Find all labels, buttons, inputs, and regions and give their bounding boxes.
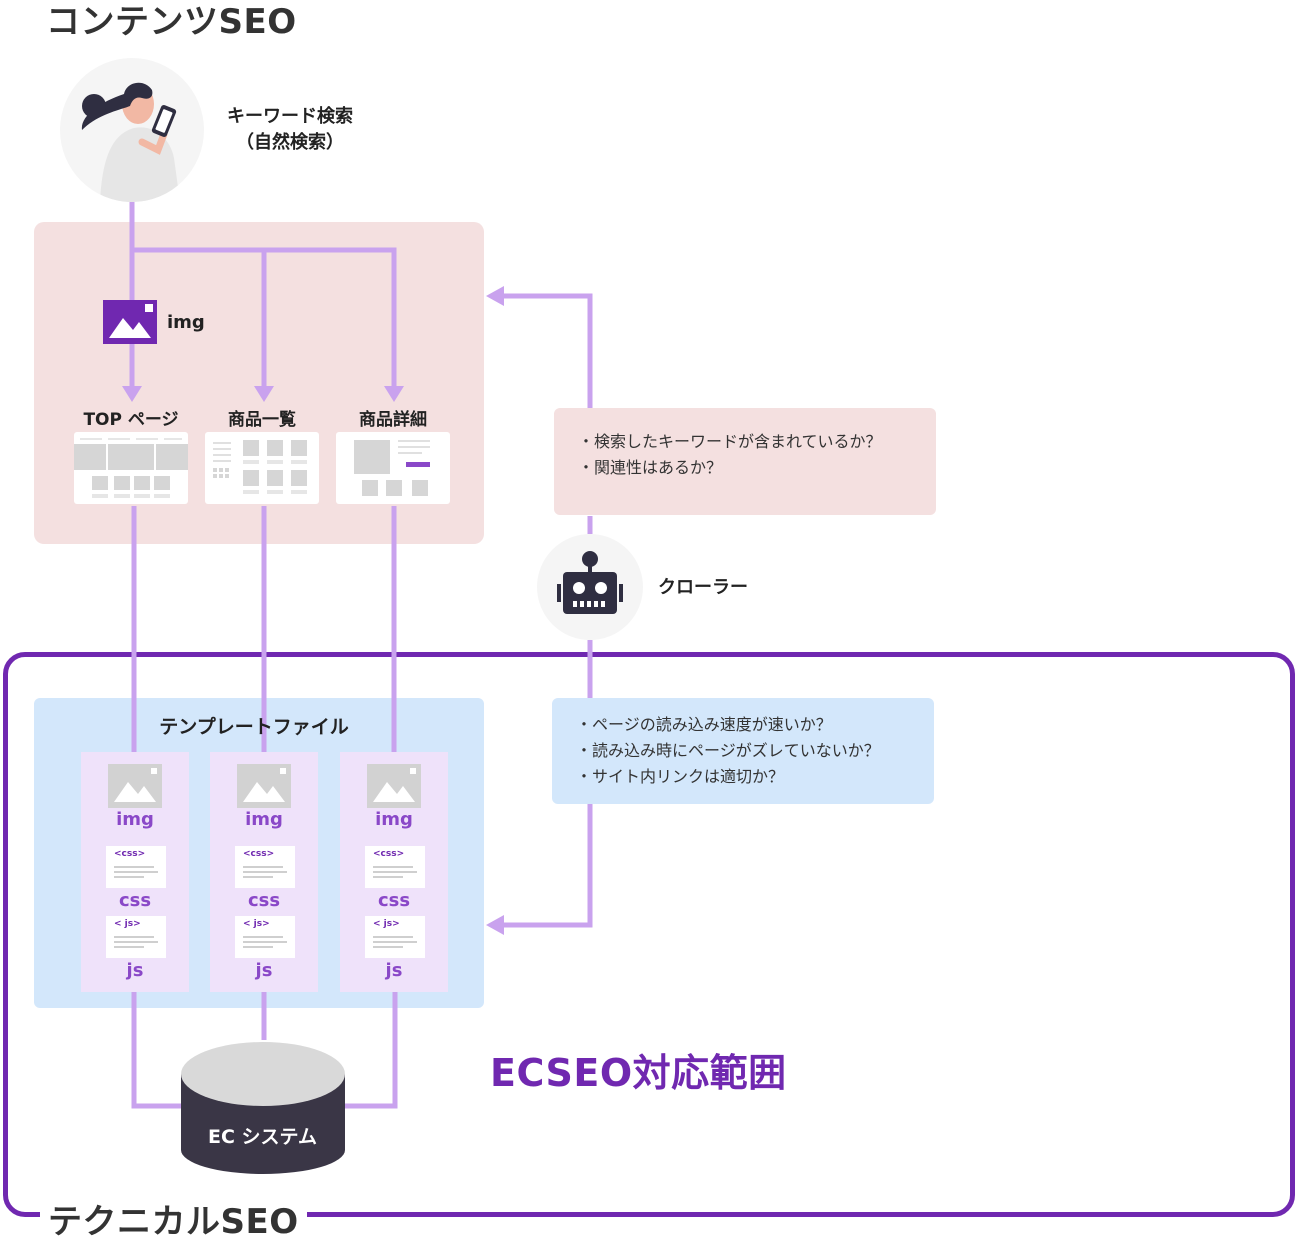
technical-check-item: 読み込み時にページがズレていないか？ — [576, 738, 914, 764]
connector-crawler-to-panel — [502, 293, 593, 408]
connector-crawler-to-template — [502, 804, 593, 928]
css-tag: <css> — [114, 849, 146, 859]
arrowhead — [384, 386, 404, 402]
product-detail-thumbnail — [336, 432, 450, 504]
template-column: img <css> css < js> js — [81, 752, 189, 992]
ecseo-scope-label: ECSEO対応範囲 — [490, 1051, 787, 1095]
css-label: css — [247, 890, 281, 911]
keyword-search-label: キーワード検索 （自然検索） — [210, 104, 370, 156]
js-tag: < js> — [243, 919, 270, 929]
js-label: js — [255, 960, 273, 981]
technical-check-item: ページの読み込み速度が速いか？ — [576, 712, 914, 738]
content-seo-title: コンテンツSEO — [46, 2, 297, 42]
image-icon — [103, 300, 157, 344]
image-icon — [108, 764, 162, 808]
technical-check-box: ページの読み込み速度が速いか？ 読み込み時にページがズレていないか？ サイト内リ… — [552, 698, 934, 804]
search-line-2: （自然検索） — [236, 132, 344, 153]
css-file-icon: <css> — [106, 846, 166, 888]
ecseo-scope-frame — [3, 652, 1295, 1217]
image-icon — [237, 764, 291, 808]
image-icon — [367, 764, 421, 808]
img-label: img — [245, 809, 283, 830]
js-tag: < js> — [373, 919, 400, 929]
robot-icon — [537, 534, 643, 640]
content-check-item: 検索したキーワードが含まれているか？ — [578, 429, 916, 455]
js-file-icon: < js> — [235, 916, 295, 958]
content-check-item: 関連性はあるか？ — [578, 455, 916, 481]
page-label-top: TOP ページ — [83, 410, 179, 430]
technical-check-item: サイト内リンクは適切か？ — [576, 764, 914, 790]
css-tag: <css> — [373, 849, 405, 859]
technical-seo-title: テクニカルSEO — [40, 1194, 307, 1243]
js-tag: < js> — [114, 919, 141, 929]
img-label: img — [167, 312, 205, 333]
database-icon — [178, 1038, 348, 1178]
arrowhead — [486, 286, 504, 306]
css-file-icon: <css> — [235, 846, 295, 888]
arrowhead — [254, 386, 274, 402]
js-label: js — [126, 960, 144, 981]
template-column: img <css> css < js> js — [210, 752, 318, 992]
js-label: js — [385, 960, 403, 981]
js-file-icon: < js> — [365, 916, 425, 958]
js-file-icon: < js> — [106, 916, 166, 958]
crawler-label: クローラー — [658, 577, 748, 598]
arrowhead — [486, 915, 504, 935]
page-label-list: 商品一覧 — [228, 410, 296, 430]
ec-system-label: EC システム — [208, 1126, 317, 1148]
template-file-title: テンプレートファイル — [159, 716, 349, 738]
arrowhead — [122, 386, 142, 402]
template-column: img <css> css < js> js — [340, 752, 448, 992]
css-file-icon: <css> — [365, 846, 425, 888]
content-check-box: 検索したキーワードが含まれているか？ 関連性はあるか？ — [554, 408, 936, 515]
connector-col3-to-db — [345, 992, 398, 1109]
top-page-thumbnail — [74, 432, 188, 504]
page-label-detail: 商品詳細 — [359, 410, 427, 430]
img-label: img — [116, 809, 154, 830]
css-tag: <css> — [243, 849, 275, 859]
connector-col1-to-db — [131, 992, 182, 1109]
person-with-phone-icon — [60, 58, 204, 202]
search-line-1: キーワード検索 — [227, 106, 353, 127]
img-label: img — [375, 809, 413, 830]
product-list-thumbnail — [205, 432, 319, 504]
css-label: css — [118, 890, 152, 911]
connector-branch — [132, 247, 397, 388]
css-label: css — [377, 890, 411, 911]
